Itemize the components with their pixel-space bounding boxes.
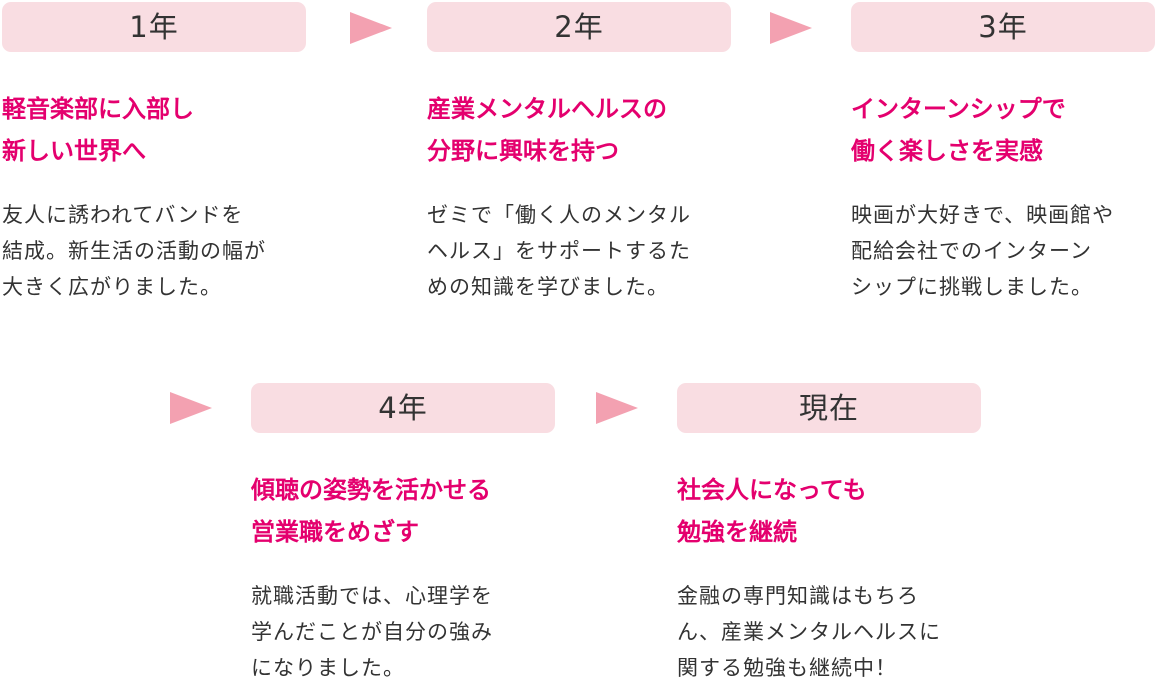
triangle-right-icon	[596, 392, 638, 424]
stage-label-pill: 現在	[677, 383, 981, 433]
stage-description: 映画が大好きで、映画館や 配給会社でのインターン シップに挑戦しました。	[851, 203, 1115, 299]
stage-description: 就職活動では、心理学を 学んだことが自分の強み になりました。	[251, 584, 493, 680]
stage-label-pill: 2年	[427, 2, 731, 52]
stage-heading: 社会人になっても 勉強を継続	[677, 476, 867, 546]
stage-label-pill: 4年	[251, 383, 555, 433]
stage-label-pill: 1年	[2, 2, 306, 52]
stage-description: 金融の専門知識はもちろ ん、産業メンタルヘルスに 関する勉強も継続中！	[677, 584, 941, 680]
triangle-right-icon	[350, 12, 392, 44]
triangle-right-icon	[170, 392, 212, 424]
stage-label-pill: 3年	[851, 2, 1155, 52]
stage-description: ゼミで「働く人のメンタル ヘルス」をサポートするた めの知識を学びました。	[427, 203, 691, 299]
triangle-right-icon	[770, 12, 812, 44]
stage-heading: 傾聴の姿勢を活かせる 営業職をめざす	[251, 476, 491, 546]
stage-heading: 産業メンタルヘルスの 分野に興味を持つ	[427, 95, 667, 165]
stage-heading: インターンシップで 働く楽しさを実感	[851, 95, 1066, 165]
stage-heading: 軽音楽部に入部し 新しい世界へ	[2, 95, 194, 165]
stage-description: 友人に誘われてバンドを 結成。新生活の活動の幅が 大きく広がりました。	[2, 203, 266, 299]
